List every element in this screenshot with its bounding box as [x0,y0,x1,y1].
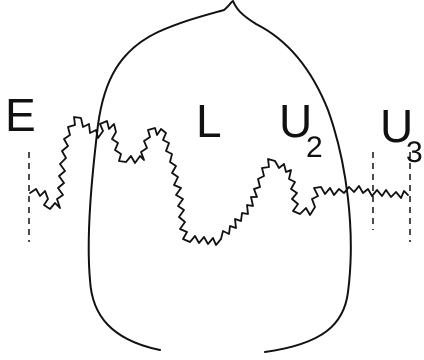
label-l: L [196,95,222,147]
label-u3-subscript: 3 [406,136,423,169]
label-e: E [5,89,36,141]
label-u2-subscript: 2 [306,131,323,164]
